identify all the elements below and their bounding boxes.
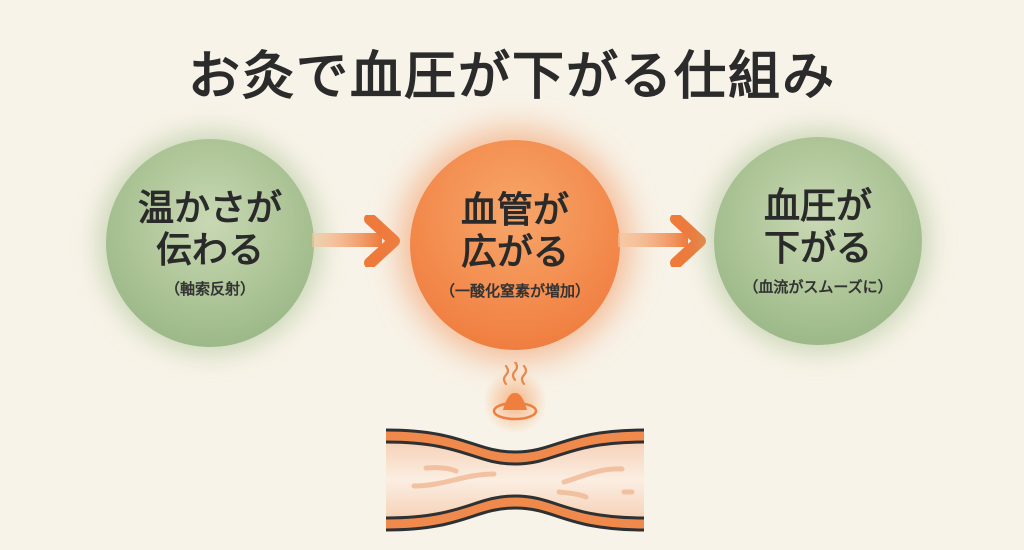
- step-dilation: 血管が 広がる （一酸化窒素が増加）: [410, 140, 620, 350]
- page-title: お灸で血圧が下がる仕組み: [187, 47, 836, 107]
- step-dilation-line1: 血管が: [460, 189, 569, 231]
- step-warmth-line2: 伝わる: [155, 229, 264, 271]
- step-pressure-drop: 血圧が 下がる （血流がスムーズに）: [714, 137, 922, 345]
- step-pressure-line2: 下がる: [763, 227, 872, 269]
- arrow-right-icon: [618, 215, 706, 267]
- step-warmth: 温かさが 伝わる （軸索反射）: [106, 139, 314, 347]
- step-warmth-line1: 温かさが: [137, 187, 282, 229]
- step-dilation-note: （一酸化窒素が増加）: [439, 281, 590, 300]
- arrow-right-icon: [312, 215, 400, 267]
- step-pressure-note: （血流がスムーズに）: [743, 277, 893, 296]
- step-warmth-note: （軸索反射）: [164, 279, 255, 298]
- moxa-icon: [483, 362, 547, 432]
- step-pressure-line1: 血圧が: [763, 185, 872, 227]
- blood-vessel-illustration: [385, 428, 645, 532]
- step-dilation-line2: 広がる: [460, 231, 569, 273]
